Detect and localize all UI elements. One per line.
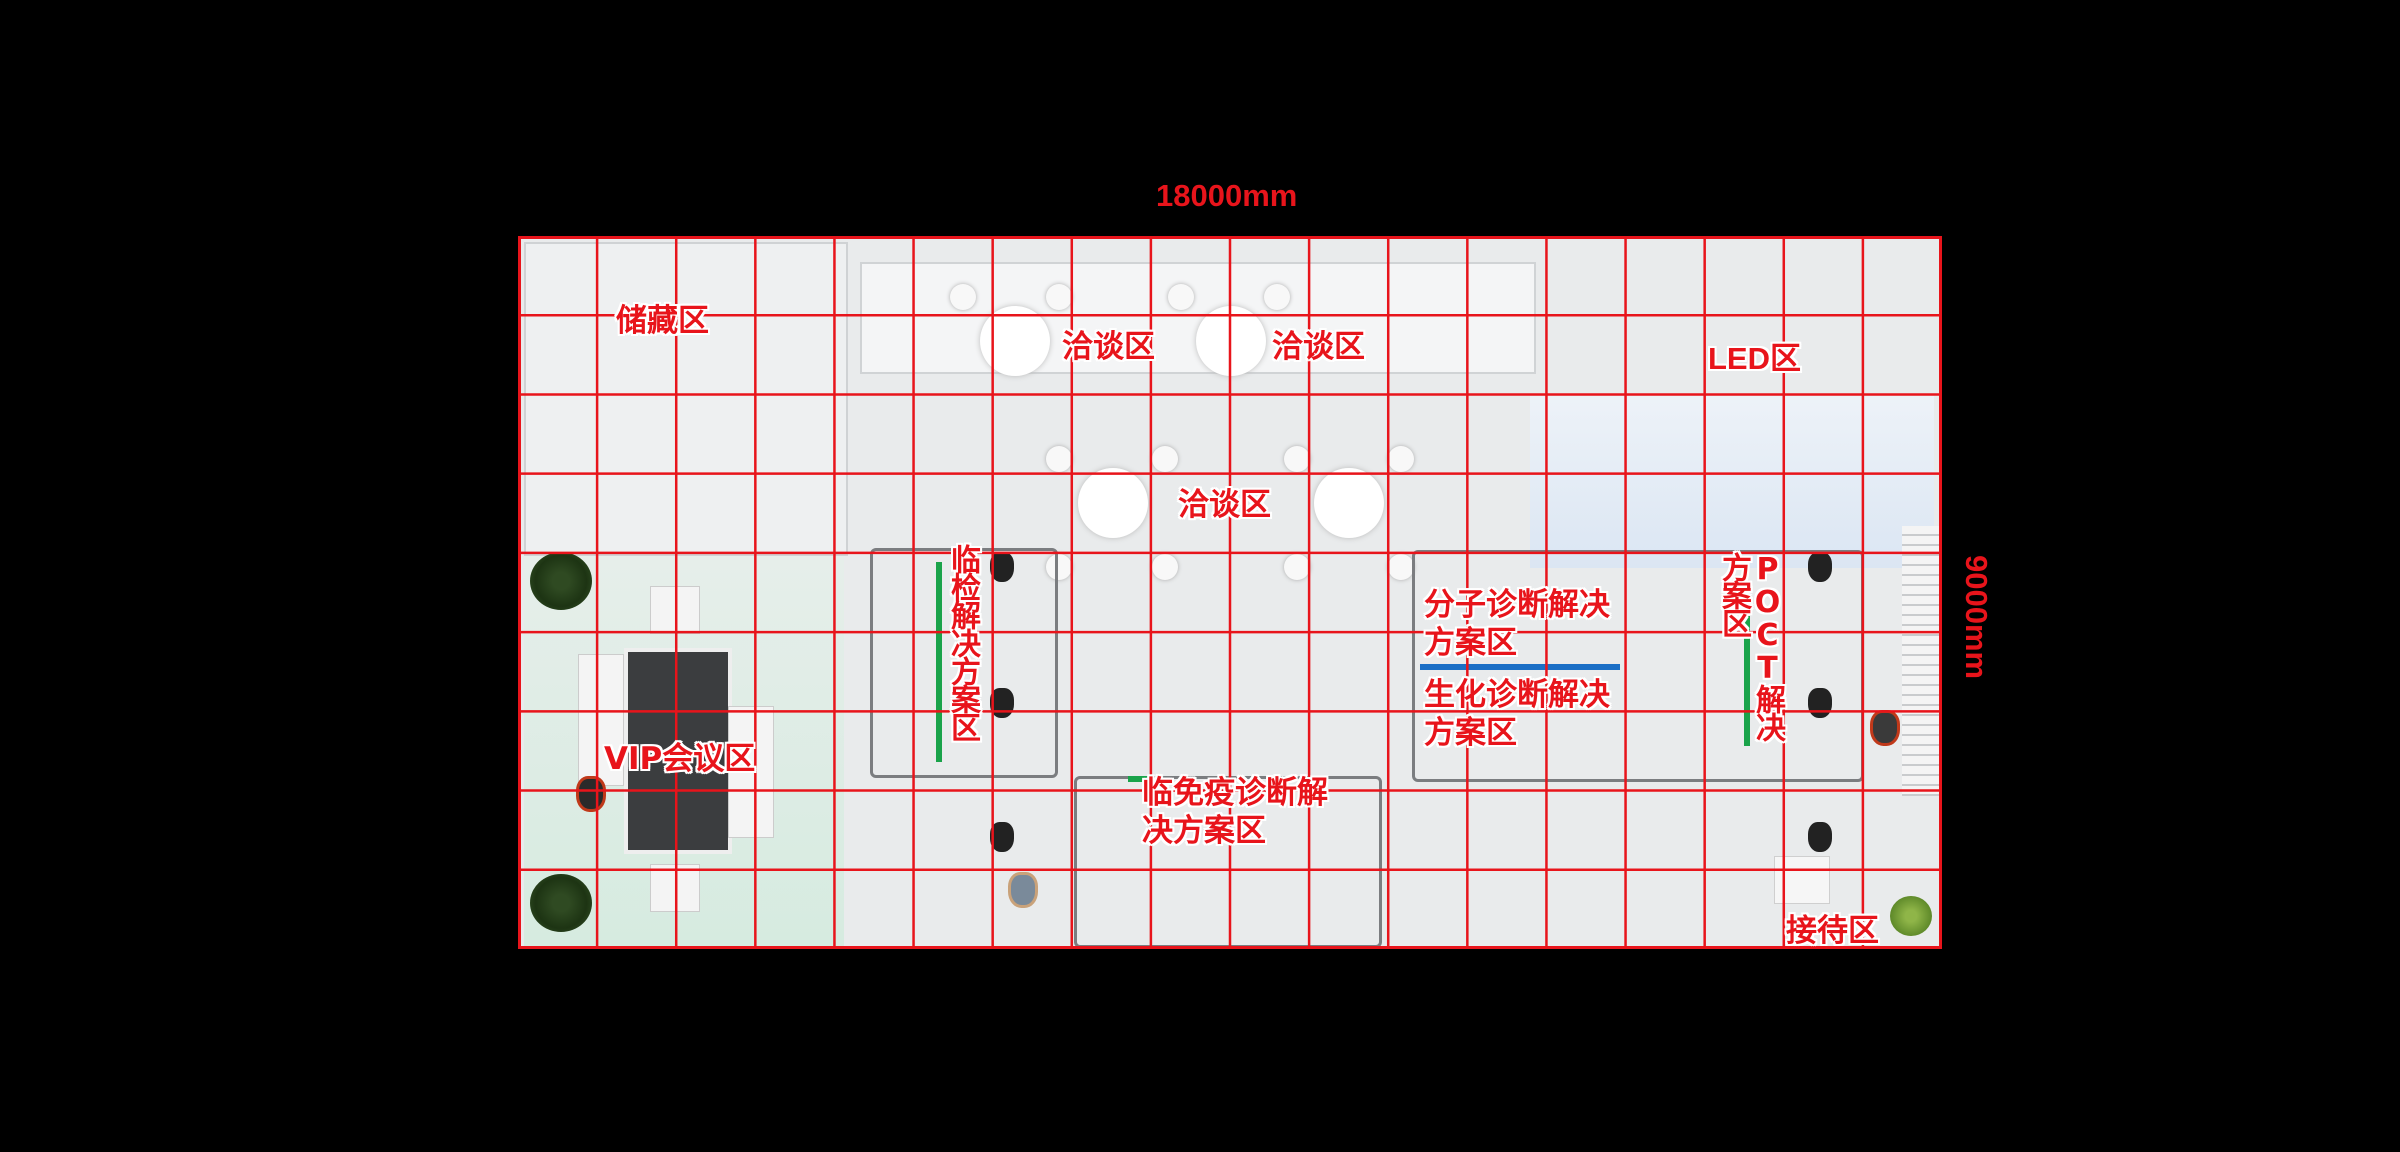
chair xyxy=(1284,554,1310,580)
round-table xyxy=(980,306,1050,376)
zone-label-molecular: 分子诊断解决方案区 xyxy=(1424,587,1610,661)
person-icon xyxy=(1008,872,1038,908)
person-icon xyxy=(990,822,1014,852)
chair xyxy=(1046,284,1072,310)
clinical-test-display xyxy=(936,562,942,762)
vip-chair-top xyxy=(650,586,700,634)
width-dimension-label: 18000mm xyxy=(1156,178,1298,213)
negotiation-cabinet xyxy=(860,262,1536,374)
chair xyxy=(950,284,976,310)
plant-icon xyxy=(530,552,592,610)
led-wall xyxy=(1530,396,1934,568)
reception-desk xyxy=(1774,856,1830,904)
person-icon xyxy=(1808,552,1832,582)
person-icon xyxy=(990,552,1014,582)
height-dimension-label: 9000mm xyxy=(1959,555,1994,680)
chair xyxy=(1264,284,1290,310)
storage-room xyxy=(524,242,848,556)
zone-label-biochem: 生化诊断解决方案区 xyxy=(1424,677,1610,751)
zone-label-led: LED区 xyxy=(1708,341,1801,376)
entry-steps xyxy=(1902,526,1942,796)
chair xyxy=(1388,554,1414,580)
zone-label-storage: 储藏区 xyxy=(616,303,709,339)
molecular-display xyxy=(1420,664,1620,670)
zone-label-reception: 接待区 xyxy=(1786,913,1879,949)
zone-label-poct: POCT解决方案区 xyxy=(1716,552,1785,740)
zone-label-immunoassay: 临免疫诊断解决方案区 xyxy=(1142,775,1328,849)
zone-label-negotiation: 洽谈区 xyxy=(1062,329,1155,365)
plant-icon xyxy=(530,874,592,932)
person-icon xyxy=(990,688,1014,718)
person-icon xyxy=(576,776,606,812)
round-table xyxy=(1314,468,1384,538)
chair xyxy=(1046,446,1072,472)
zone-label-negotiation: 洽谈区 xyxy=(1272,329,1365,365)
zone-label-clinical-test: 临检解决方案区 xyxy=(945,544,980,740)
round-table xyxy=(1196,306,1266,376)
zone-label-vip: VIP会议区 xyxy=(604,741,756,777)
chair xyxy=(1152,554,1178,580)
person-icon xyxy=(1808,688,1832,718)
round-table xyxy=(1078,468,1148,538)
chair xyxy=(1152,446,1178,472)
person-icon xyxy=(1808,822,1832,852)
person-icon xyxy=(1870,710,1900,746)
chair xyxy=(1388,446,1414,472)
chair xyxy=(1168,284,1194,310)
vip-chair-bottom xyxy=(650,864,700,912)
zone-label-negotiation: 洽谈区 xyxy=(1178,487,1271,523)
plant-icon xyxy=(1890,896,1932,936)
chair xyxy=(1284,446,1310,472)
